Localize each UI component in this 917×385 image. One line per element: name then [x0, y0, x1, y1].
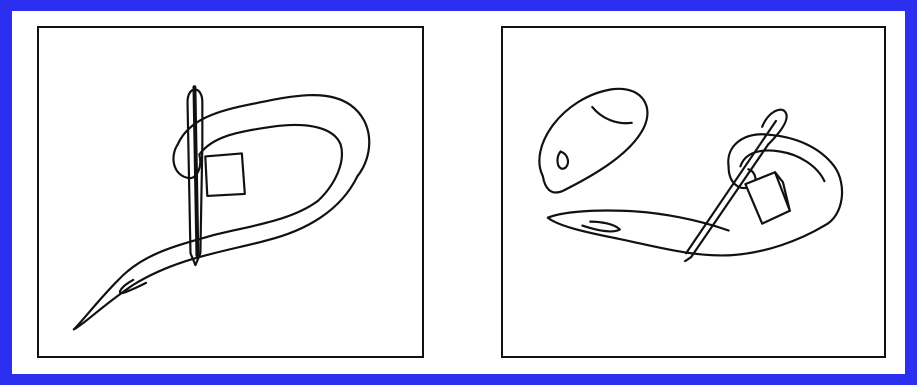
- right-panel: [501, 26, 886, 358]
- needle-eye: [762, 110, 786, 145]
- left-panel: [37, 26, 424, 358]
- paper-tag: [745, 172, 789, 223]
- left-illustration: [39, 28, 422, 356]
- leaf-outline: [539, 89, 647, 193]
- leaf-curl: [557, 151, 568, 168]
- ribbon-outer-edge: [74, 176, 358, 329]
- ribbon-lower-outer: [548, 211, 825, 256]
- needle-shaft: [194, 87, 197, 255]
- paper-tag: [205, 153, 245, 195]
- leaf-inner-line: [592, 107, 632, 123]
- ribbon-lower-inner: [582, 222, 620, 232]
- right-illustration: [503, 28, 884, 356]
- figure-canvas: [12, 11, 905, 374]
